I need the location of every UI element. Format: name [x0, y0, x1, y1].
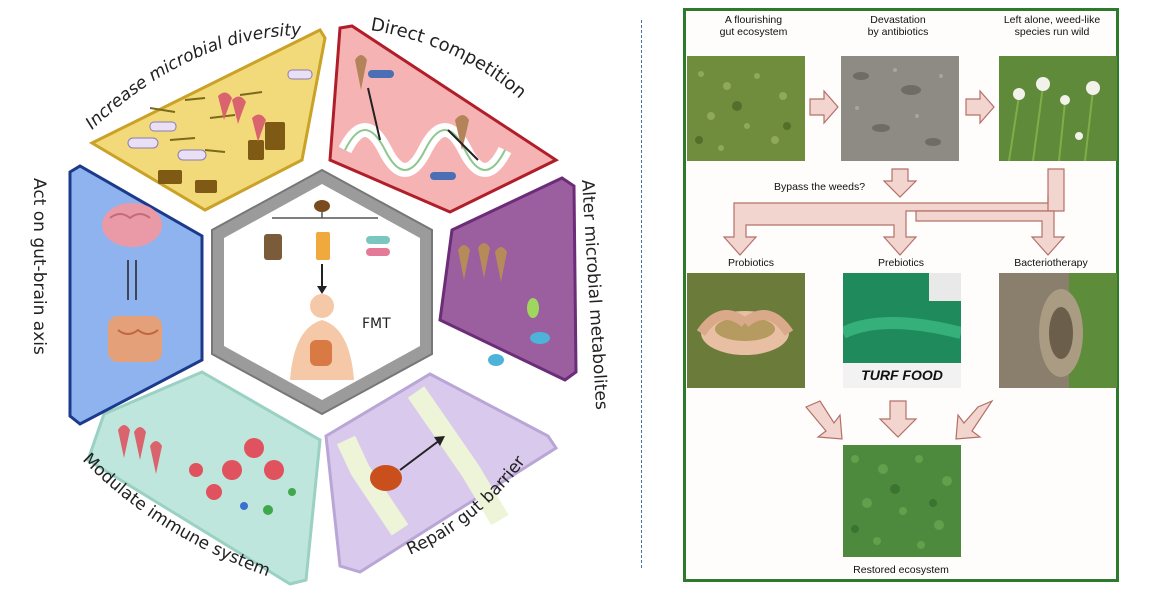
seeds-texture: [687, 273, 805, 388]
stage-label-devastation: Devastation by antibiotics: [867, 14, 929, 38]
segment-gut-brain-axis: Act on gut-brain axis: [29, 164, 204, 426]
arrow-branch-right: [915, 195, 1066, 256]
soil-texture: [841, 56, 959, 161]
sod-texture: [999, 273, 1117, 388]
arrow-diag-right: [955, 399, 994, 440]
arrow-right-2: [965, 89, 995, 125]
photo-bare-soil: [841, 56, 959, 161]
turf-food-text: TURF FOOD: [843, 363, 961, 388]
bypass-label: Bypass the weeds?: [774, 181, 866, 193]
arrow-down-center: [878, 400, 918, 438]
svg-text:Alter microbial metabolites: Alter microbial metabolites: [577, 179, 611, 410]
option-label-probiotics: Probiotics: [727, 257, 775, 269]
arrow-down-bypass: [882, 168, 918, 198]
photo-sod-roll: [999, 273, 1117, 388]
restored-grass-texture: [843, 445, 961, 557]
photo-weedy-lawn: [999, 56, 1117, 161]
bag-graphic: [843, 273, 961, 363]
stage-label-weeds: Left alone, weed-like species run wild: [1003, 14, 1101, 38]
segment-alter-metabolites: Alter microbial metabolites: [438, 176, 611, 411]
label-gut-brain-axis: Act on gut-brain axis: [29, 178, 49, 355]
arrow-diag-left: [805, 400, 843, 440]
option-label-bacteriotherapy: Bacteriotherapy: [1014, 257, 1088, 269]
grass-texture: [687, 56, 805, 161]
ecosystem-analogy-panel: A flourishing gut ecosystem Devastation …: [683, 8, 1119, 582]
label-alter-metabolites: Alter microbial metabolites: [577, 179, 611, 410]
result-label: Restored ecosystem: [853, 564, 949, 576]
segment-direct-competition: Direct competition: [328, 14, 560, 214]
arrow-right-1: [809, 89, 839, 125]
segment-repair-barrier: Repair gut barrier: [324, 372, 559, 574]
segment-increase-diversity: Increase microbial diversity: [82, 20, 327, 212]
weeds-texture: [999, 56, 1117, 161]
hexagon-svg: Increase microbial diversity Direct comp…: [29, 14, 611, 586]
arrow-branch-left: [722, 168, 1065, 256]
center-hexagon: FMT: [211, 168, 433, 416]
photo-healthy-lawn: [687, 56, 805, 161]
fmt-mechanism-diagram: Increase microbial diversity Direct comp…: [29, 14, 611, 586]
photo-restored-lawn: [843, 445, 961, 557]
photo-seeds-in-hands: [687, 273, 805, 388]
flow-arrows: [722, 89, 1066, 440]
stage-label-flourishing: A flourishing gut ecosystem: [719, 14, 788, 38]
center-label-fmt: FMT: [362, 316, 391, 332]
photo-turf-food-bag: TURF FOOD: [843, 273, 961, 388]
panel-divider: [641, 20, 642, 568]
option-label-prebiotics: Prebiotics: [877, 257, 925, 269]
